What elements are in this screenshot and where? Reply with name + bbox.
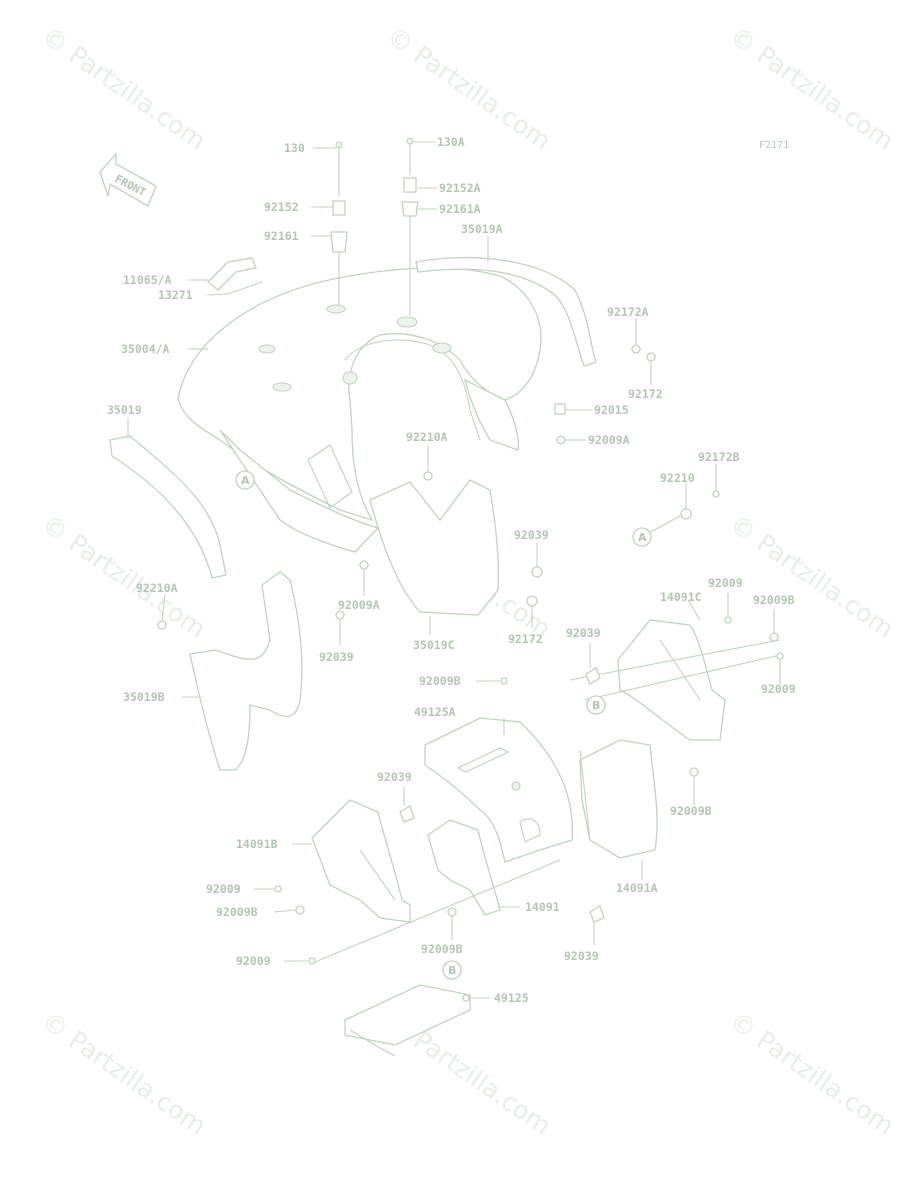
svg-text:A: A: [638, 531, 647, 544]
part-label: 35019: [107, 403, 142, 417]
part-label: 14091B: [236, 837, 278, 851]
watermark: © Partzilla.com: [725, 21, 900, 155]
part-label: 92009: [708, 576, 743, 590]
watermark: © Partzilla.com: [37, 21, 212, 155]
watermark: © Partzilla.com: [37, 509, 212, 643]
part-label: 92009: [236, 954, 271, 968]
part-label: 92009B: [419, 674, 461, 688]
part-label: 130A: [437, 135, 465, 149]
svg-text:B: B: [448, 964, 456, 977]
part-label: 92172B: [698, 450, 740, 464]
part-label: 92039: [377, 770, 412, 784]
part-label: 92172: [628, 387, 663, 401]
part-label: 92172A: [607, 305, 649, 319]
hardware-upper: [157, 137, 720, 630]
part-label: 92009B: [421, 942, 463, 956]
svg-text:A: A: [241, 474, 250, 487]
callout-b: B: [442, 960, 462, 980]
part-label: 92009B: [670, 804, 712, 818]
part-label: 92161A: [439, 202, 481, 216]
leader-lines: [127, 141, 781, 999]
watermark: © Partzilla.com: [37, 1006, 212, 1140]
part-label: 130: [284, 141, 305, 155]
part-label: 35019A: [461, 222, 503, 236]
part-label: 14091A: [616, 881, 658, 895]
part-label: 92009: [761, 682, 796, 696]
part-label: 92152: [264, 200, 299, 214]
part-label: 92039: [564, 949, 599, 963]
part-label: 35004/A: [121, 342, 170, 356]
hardware-lower: [274, 616, 784, 1002]
callout-a: A: [235, 470, 255, 490]
lower-guards-illustration: [311, 619, 781, 1057]
part-label: 92009A: [338, 598, 380, 612]
callout-b: B: [586, 695, 606, 715]
part-label: 92015: [594, 403, 629, 417]
part-label: 13271: [158, 288, 193, 302]
part-label: 92009: [206, 882, 241, 896]
part-label: 92009B: [753, 593, 795, 607]
part-label: 92210A: [406, 430, 448, 444]
part-label: 92039: [566, 626, 601, 640]
part-label: 49125A: [414, 705, 456, 719]
watermark: © Partzilla.com: [382, 21, 557, 155]
part-label: 92161: [264, 229, 299, 243]
figure-code: F2171: [759, 140, 789, 151]
part-label: 35019B: [123, 690, 165, 704]
part-label: 14091: [525, 900, 560, 914]
watermark: © Partzilla.com: [725, 509, 900, 643]
watermark: © Partzilla.com: [725, 1006, 900, 1140]
part-label: 92172: [508, 632, 543, 646]
part-label: 11065/A: [123, 273, 172, 287]
part-label: 92039: [319, 650, 354, 664]
svg-text:B: B: [592, 699, 600, 712]
part-label: 49125: [494, 991, 529, 1005]
part-label: 92210: [660, 471, 695, 485]
callout-a: A: [632, 527, 652, 547]
part-label: 14091C: [660, 590, 702, 604]
front-arrow-icon: FRONT: [99, 152, 157, 207]
part-label: 35019C: [413, 638, 455, 652]
part-labels: 130 130A 92152A 92152 92161A 92161 35019…: [107, 135, 796, 1005]
part-label: 92009B: [216, 905, 258, 919]
part-label: 92210A: [136, 581, 178, 595]
part-label: 92039: [514, 528, 549, 542]
part-label: 92009A: [588, 433, 630, 447]
rear-fender-illustration: [109, 256, 597, 771]
part-label: 92152A: [439, 181, 481, 195]
